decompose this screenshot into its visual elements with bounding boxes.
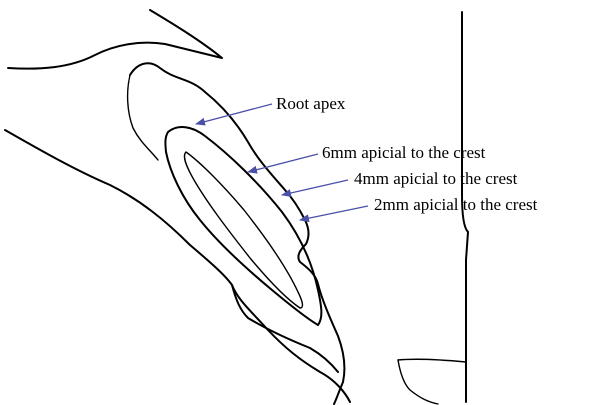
two-mm-label: 2mm apicial to the crest xyxy=(374,195,538,214)
pulp-canal-outline xyxy=(184,152,302,308)
two-mm-arrow xyxy=(300,206,368,220)
right-lower-tail-outline xyxy=(398,360,438,404)
labial-profile-outline xyxy=(130,63,344,404)
alveolar-bone-outline xyxy=(5,130,350,402)
four-mm-arrow xyxy=(282,180,348,195)
root-apex-label: Root apex xyxy=(276,94,346,113)
right-lower-outline xyxy=(398,359,466,362)
socket-inner-outline xyxy=(128,75,158,160)
tooth-root-outline xyxy=(165,127,321,325)
four-mm-label: 4mm apicial to the crest xyxy=(354,169,518,188)
upper-tissue-outline xyxy=(8,10,222,69)
six-mm-label: 6mm apicial to the crest xyxy=(322,143,486,162)
